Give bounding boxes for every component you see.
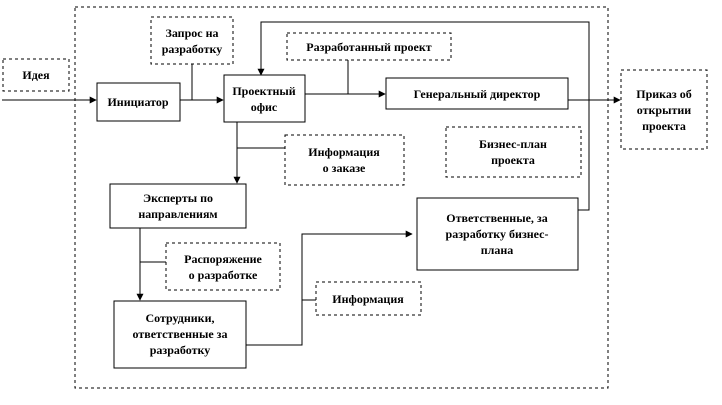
business-plan-label-line: Бизнес-план [479, 137, 547, 151]
dev-order-label-line: Распоряжение [184, 252, 262, 266]
document-boxes [2, 16, 708, 316]
developed-project-label: Разработанный проект [306, 40, 431, 54]
order-label: Приказ об открытии проекта [636, 87, 691, 133]
initiator-box [96, 82, 181, 122]
information-label-line: Информация [332, 292, 404, 306]
experts-box [109, 183, 247, 229]
employees-box [113, 300, 247, 369]
responsible-bp-label-line: разработку бизнес- [446, 227, 549, 241]
project-office-box [223, 74, 306, 123]
idea-label-line: Идея [22, 68, 50, 82]
experts-label: Эксперты по направлениям [138, 191, 217, 221]
request-box [150, 16, 234, 65]
request-label-line: разработку [162, 42, 223, 56]
project-office-label: Проектный офис [232, 84, 295, 114]
information-box [315, 281, 422, 316]
order-info-label-line: Информация [308, 145, 380, 159]
order-info-label-line: о заказе [323, 161, 366, 175]
dev-order-box [165, 242, 281, 291]
responsible-bp-label: Ответственные, за разработку бизнес-плана [446, 211, 549, 257]
dev-order-label-line: о разработке [189, 268, 258, 282]
employees-label-line: ответственные за [133, 327, 228, 341]
process-boxes [96, 74, 579, 369]
request-label: Запрос на разработку [162, 26, 223, 56]
initiator-label: Инициатор [107, 95, 168, 109]
organization-boundary [74, 6, 609, 389]
employees-label: Сотрудники, ответственные за разработку [133, 311, 228, 357]
order-label-line: Приказ об [636, 87, 691, 101]
experts-label-line: направлениям [138, 207, 217, 221]
connectors [2, 21, 621, 346]
general-director-label-line: Генеральный директор [414, 87, 541, 101]
employees-label-line: разработку [150, 343, 211, 357]
dev-order-label: Распоряжение о разработке [184, 252, 262, 282]
order-box [620, 69, 708, 150]
project-office-label-line: Проектный [232, 84, 295, 98]
responsible-bp-label-line: плана [481, 243, 514, 257]
connector-responsible-feedback [257, 21, 590, 211]
responsible-bp-label-line: Ответственные, за [446, 211, 547, 225]
general-director-box [385, 77, 569, 110]
initiator-label-line: Инициатор [107, 95, 168, 109]
responsible-bp-box [416, 197, 579, 271]
experts-label-line: Эксперты по [143, 191, 213, 205]
order-label-line: открытии [637, 103, 692, 117]
employees-label-line: Сотрудники, [145, 311, 214, 325]
developed-project-label-line: Разработанный проект [306, 40, 431, 54]
connector-employees-responsible [246, 230, 413, 346]
project-office-label-line: офис [251, 100, 278, 114]
information-label: Информация [332, 292, 404, 306]
idea-box [2, 58, 70, 92]
order-info-box [284, 134, 405, 186]
node-labels: Идея Инициатор Запрос на разработку Проек… [22, 26, 691, 357]
order-info-label: Информация о заказе [308, 145, 380, 175]
general-director-label: Генеральный директор [414, 87, 541, 101]
developed-project-box [286, 32, 452, 61]
idea-label: Идея [22, 68, 50, 82]
business-plan-box [445, 126, 582, 178]
order-label-line: проекта [642, 119, 686, 133]
business-plan-label: Бизнес-план проекта [479, 137, 547, 167]
business-plan-label-line: проекта [491, 153, 535, 167]
request-label-line: Запрос на [165, 26, 218, 40]
